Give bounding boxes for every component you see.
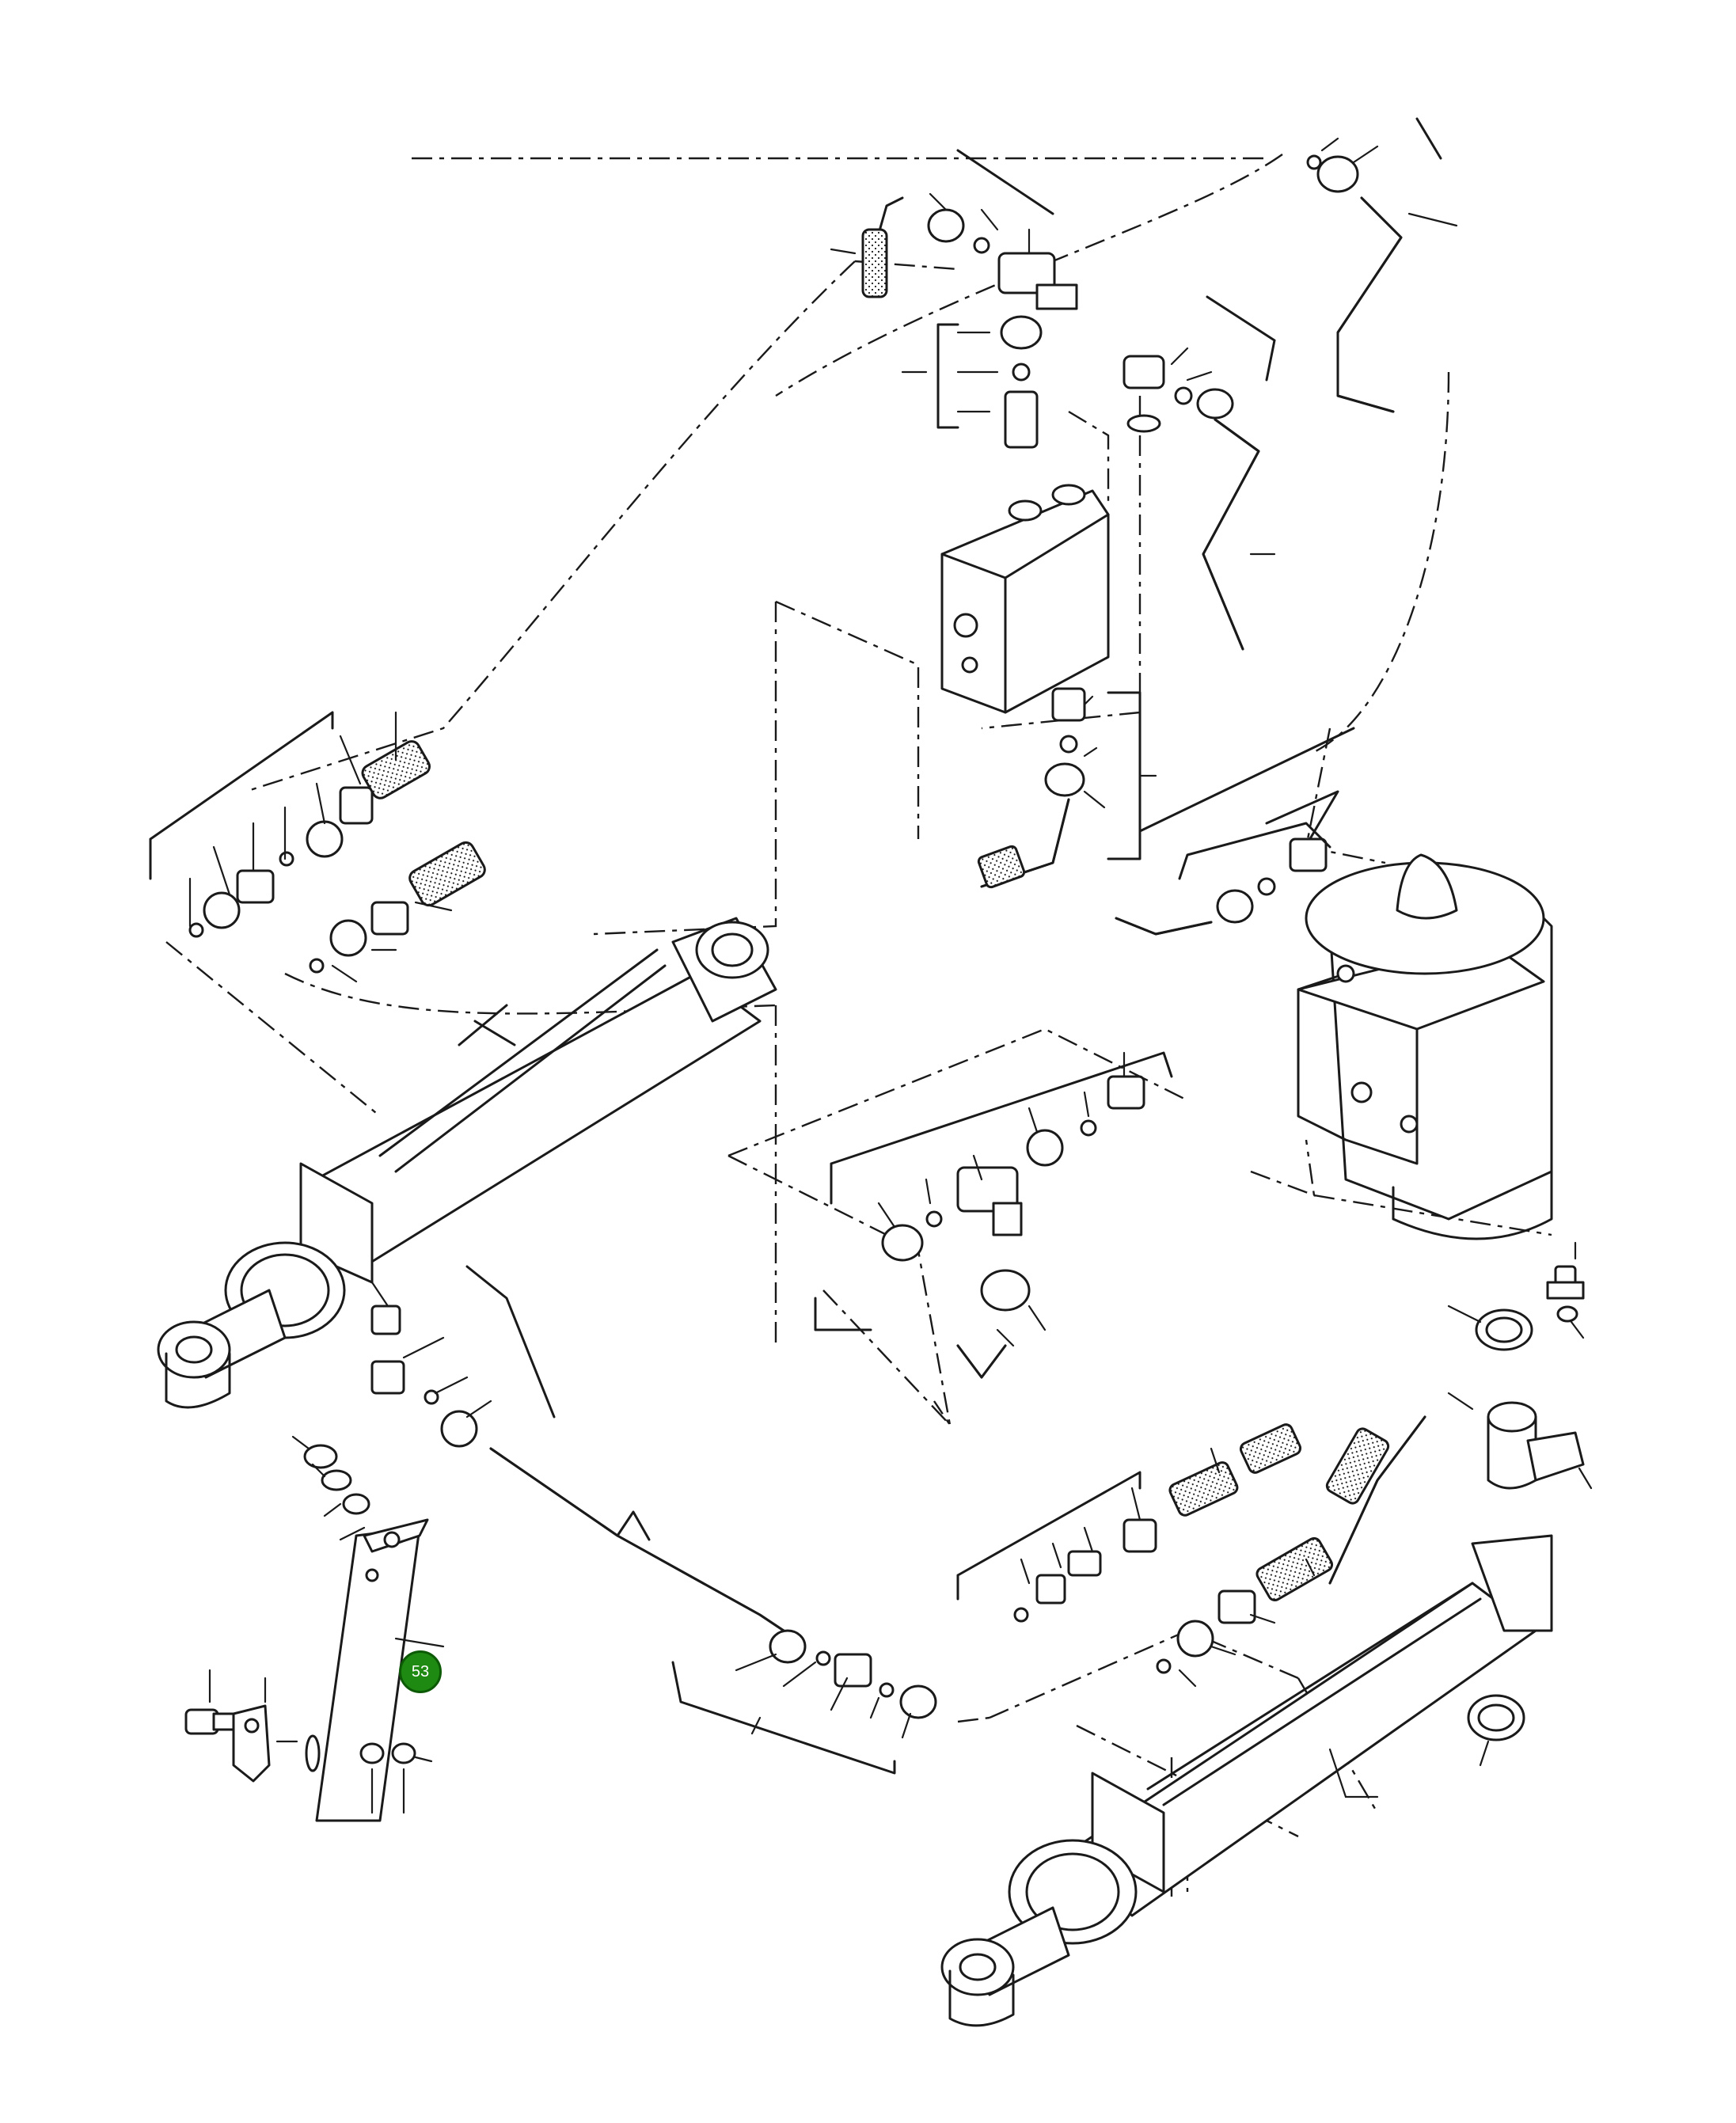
lower-long-hose [370,1265,937,1775]
control-valve-block [940,295,1276,889]
callout-53[interactable]: 53 [399,1650,442,1693]
steering-side-fittings [1115,822,1331,936]
support-strap-bracket [184,1435,445,1822]
steering-control-unit [1138,727,1553,1240]
right-hydraulic-cylinder [940,1534,1553,2027]
left-upper-fittings [149,711,486,983]
callout-53-label: 53 [411,1662,430,1681]
pivot-pin-and-bracket [1447,1241,1593,1767]
right-lower-fittings [956,1415,1426,1688]
center-tee-fitting-group [814,1051,1173,1379]
left-hydraulic-cylinder [157,917,777,1409]
top-tee-fitting-assembly [830,149,1078,449]
upper-right-bent-tube [1306,117,1458,413]
